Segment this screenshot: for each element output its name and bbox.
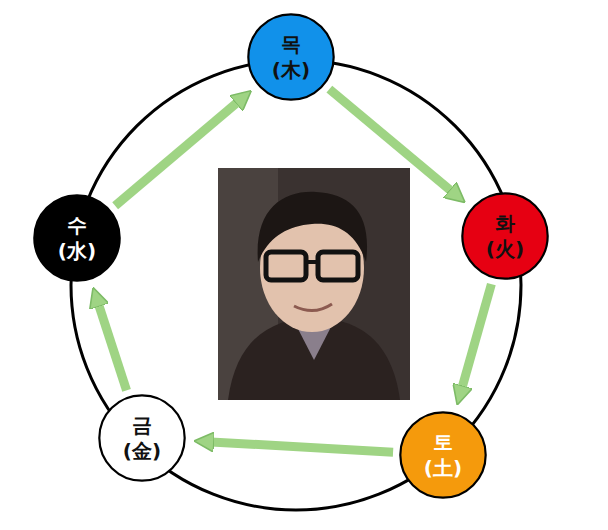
cycle-arrow: [115, 96, 245, 206]
photo-ground: [218, 168, 410, 400]
circle-outline: [247, 13, 335, 101]
element-label: 토 (土): [424, 429, 462, 481]
element-circle: 수 (水): [33, 194, 121, 282]
element-circle: 토 (土): [399, 411, 487, 499]
element-label: 수 (水): [58, 212, 96, 264]
element-label: 목 (木): [272, 31, 310, 83]
cycle-arrow: [329, 89, 459, 197]
element-label: 화 (火): [486, 210, 524, 262]
element-circle: 금 (金): [98, 394, 186, 482]
photo-glasses: [306, 260, 318, 264]
circle-outline: [461, 192, 549, 280]
ring-line: [71, 60, 521, 510]
photo-glasses: [318, 252, 358, 280]
circle-outline: [33, 194, 121, 282]
circle-outline: [98, 394, 186, 482]
element-circle: 화 (火): [461, 192, 549, 280]
photo-glasses: [266, 252, 306, 280]
element-circle: 목 (木): [247, 13, 335, 101]
element-label: 금 (金): [123, 412, 161, 464]
photo-mouth: [294, 304, 332, 311]
cycle-arrow: [202, 441, 393, 452]
circle-outline: [399, 411, 487, 499]
cycle-arrow: [459, 284, 491, 397]
cycle-arrow: [96, 295, 127, 390]
